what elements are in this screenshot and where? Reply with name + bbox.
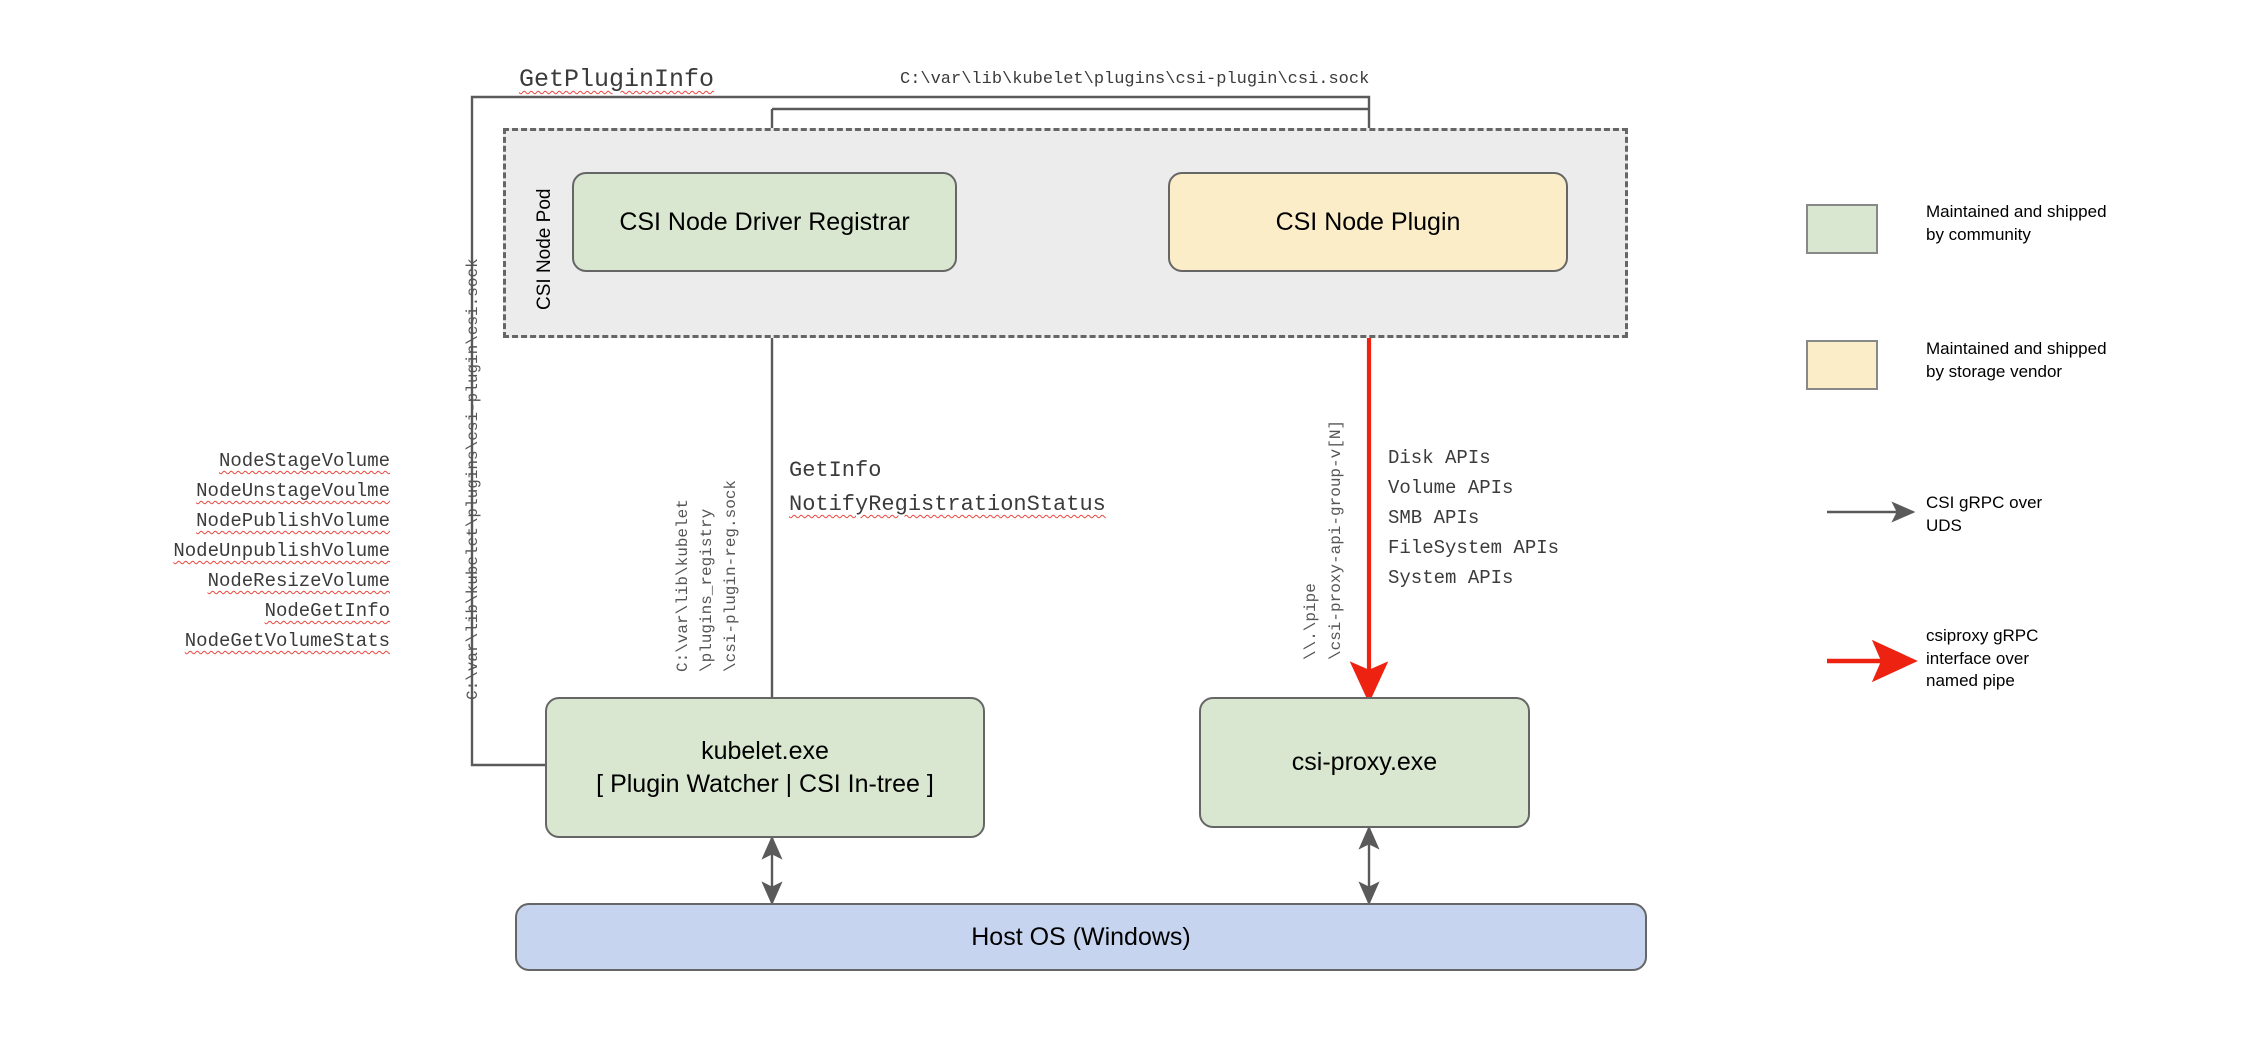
api-item: System APIs [1388, 567, 1514, 590]
label-registry-sock-line1: C:\var\lib\kubelet [674, 499, 692, 672]
node-csi-node-driver-registrar-label: CSI Node Driver Registrar [619, 207, 910, 236]
node-csi-proxy-exe-label: csi-proxy.exe [1291, 748, 1438, 776]
label-named-pipe-line1: \\.\pipe [1302, 583, 1320, 660]
api-item: NodeGetInfo [264, 600, 390, 623]
api-item: NodeUnstageVoulme [196, 480, 390, 503]
node-csi-proxy-exe[interactable]: csi-proxy.exe [1199, 697, 1530, 828]
label-notify-registration-status: NotifyRegistrationStatus [789, 492, 1106, 517]
api-item: NodeGetVolumeStats [184, 630, 390, 653]
node-csi-node-plugin-label: CSI Node Plugin [1275, 207, 1461, 236]
node-host-os[interactable]: Host OS (Windows) [515, 903, 1647, 971]
label-registry-sock-line3: \csi-plugin-reg.sock [722, 479, 740, 672]
node-kubelet-exe-line2: [ Plugin Watcher | CSI In-tree ] [596, 769, 934, 798]
api-item: NodePublishVolume [196, 510, 390, 533]
node-csi-node-plugin[interactable]: CSI Node Plugin [1168, 172, 1568, 272]
node-csi-node-driver-registrar[interactable]: CSI Node Driver Registrar [572, 172, 957, 272]
node-kubelet-exe[interactable]: kubelet.exe [ Plugin Watcher | CSI In-tr… [545, 697, 985, 838]
legend-swatch-storage-vendor [1806, 340, 1878, 390]
node-host-os-label: Host OS (Windows) [971, 922, 1191, 951]
label-csi-sock-top: C:\var\lib\kubelet\plugins\csi-plugin\cs… [900, 70, 1370, 89]
label-named-pipe-line2: \csi-proxy-api-group-v[N] [1327, 419, 1345, 660]
api-item: FileSystem APIs [1388, 537, 1560, 560]
legend-swatch-community [1806, 204, 1878, 254]
label-csi-sock-left: C:\var\lib\kubelet\plugins\csi-plugin\cs… [464, 258, 482, 700]
legend-text-csi-grpc-uds: CSI gRPC over UDS [1926, 493, 2043, 535]
legend-text-csiproxy-named-pipe: csiproxy gRPC interface over named pipe [1926, 626, 2039, 691]
node-kubelet-exe-line1: kubelet.exe [701, 736, 829, 765]
csi-node-pod-label: CSI Node Pod [534, 188, 555, 310]
label-registry-sock-line2: \plugins_registry [698, 508, 716, 672]
csi-proxy-api-list: Disk APIs Volume APIs SMB APIs FileSyste… [1388, 443, 1688, 593]
label-getinfo: GetInfo [789, 458, 882, 483]
api-item: NodeStageVolume [218, 450, 390, 472]
api-item: SMB APIs [1388, 507, 1480, 530]
api-item: Volume APIs [1388, 477, 1514, 500]
api-item: NodeUnpublishVolume [173, 540, 390, 563]
api-item: Disk APIs [1388, 447, 1491, 469]
legend-text-community: Maintained and shipped by community [1926, 202, 2107, 244]
api-item: NodeResizeVolume [207, 570, 390, 593]
legend-text-storage-vendor: Maintained and shipped by storage vendor [1926, 339, 2107, 381]
label-getplugininfo: GetPluginInfo [519, 65, 715, 94]
csi-node-api-list: NodeStageVolume NodeUnstageVoulme NodePu… [80, 446, 390, 656]
